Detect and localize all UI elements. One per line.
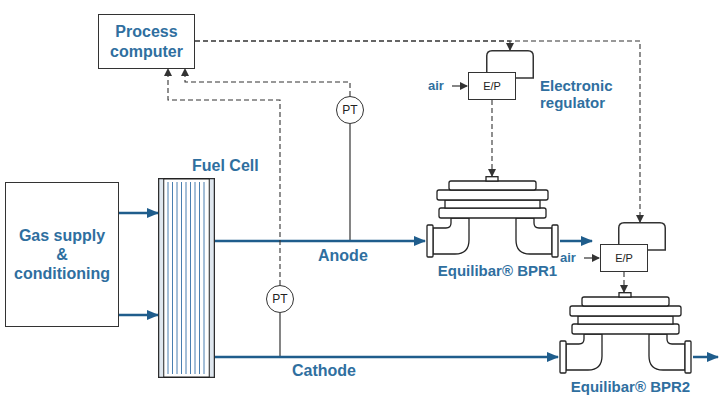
air-supply-arrow [452,85,467,86]
stack-outline [159,179,215,378]
signal-line [185,69,350,96]
pipe-flange [560,341,566,373]
pilot-port [486,177,498,181]
shape-outline [425,176,560,262]
pt-stem [349,124,350,241]
electronic-regulator: Electronic regulatorE/P [468,50,534,100]
valve-body [445,200,540,208]
process-line [119,314,158,317]
regulator-label: Electronic regulator [540,78,632,111]
box-label: Gas supply & conditioning [14,226,110,284]
process-line [215,240,425,243]
valve-label: Equilibar® BPR2 [548,378,713,395]
valve-label: Equilibar® BPR1 [415,262,580,279]
computer-box: Process computer [98,14,195,69]
transmitter-tag: PT [272,292,287,306]
air-label: air [428,78,444,93]
air-supply-arrow [584,257,599,258]
signal-line [623,272,624,292]
pressure-transmitter: PT [266,285,294,313]
cell-plate [204,182,205,374]
transducer-tag: E/P [483,80,501,92]
end-plate [209,179,214,378]
line-label: Cathode [292,362,356,380]
pipe-flange [685,341,691,373]
valve-cap [582,297,669,306]
outlet-arrow [693,356,718,359]
outlet-elbow [516,218,552,254]
cell-plate [181,182,182,374]
signal-line [195,41,510,50]
cell-plate [186,182,187,374]
end-plate [159,179,164,378]
back-pressure-regulator: Equilibar® BPR1 [425,176,560,262]
process-line [119,212,158,215]
shape-outline [558,292,693,378]
pipe-flange [552,225,558,257]
back-pressure-regulator: Equilibar® BPR2 [558,292,693,378]
valve-flange [437,190,548,200]
air-label: air [560,250,576,265]
outlet-elbow [649,334,685,370]
valve-flange [570,306,681,316]
signal-line [195,41,640,222]
transducer-box: E/P [600,244,648,272]
cell-plate [168,182,169,374]
transducer-box: E/P [468,72,516,100]
shape-outline [158,178,215,378]
transmitter-tag: PT [342,103,357,117]
box-label: Process computer [107,22,186,60]
outlet-arrow [560,240,592,243]
process-line [215,356,558,359]
pipe-flange [427,225,433,257]
cell-plate [177,182,178,374]
valve-body [578,316,673,324]
signal-line [491,100,492,176]
cell-plate [190,182,191,374]
electronic-regulator: E/P [600,222,666,272]
line-label: Anode [318,247,368,265]
supply-box: Gas supply & conditioning [5,182,119,327]
fuel-cell-stack: Fuel Cell [158,178,215,378]
stack-heading: Fuel Cell [192,157,259,175]
cell-plate [199,182,200,374]
cell-plate [195,182,196,374]
pressure-transmitter: PT [336,96,364,124]
transducer-tag: E/P [615,252,633,264]
valve-cap [449,181,536,190]
valve-base [572,324,679,334]
pilot-port [619,293,631,297]
cell-plate [172,182,173,374]
inlet-elbow [433,218,469,254]
inlet-elbow [566,334,602,370]
valve-base [439,208,546,218]
pt-stem [279,313,280,357]
